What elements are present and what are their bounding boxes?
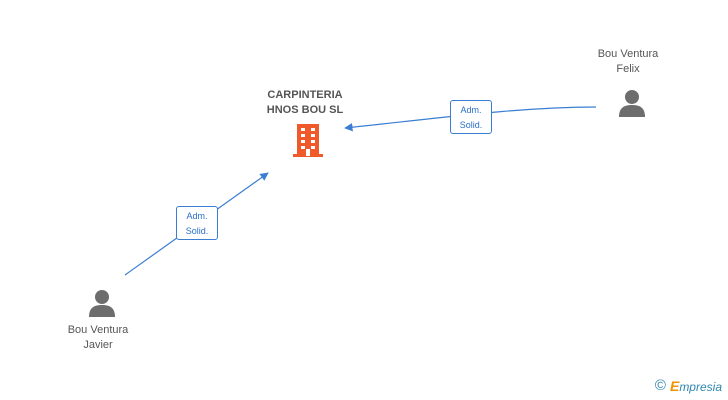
company-name[interactable]: CARPINTERIA HNOS BOU SL — [266, 89, 344, 116]
copyright-icon: © — [654, 377, 666, 394]
person-icon[interactable] — [87, 288, 117, 318]
role-label-javier: Adm. Solid. — [176, 206, 218, 240]
person-name-javier[interactable]: Bou Ventura Javier — [67, 324, 129, 351]
building-icon[interactable] — [292, 122, 324, 158]
brand-footer: © Empresia — [655, 377, 722, 394]
brand-logo: Empresia — [669, 377, 722, 394]
person-icon[interactable] — [617, 88, 647, 118]
role-label-felix: Adm. Solid. — [450, 100, 492, 134]
person-name-felix[interactable]: Bou Ventura Felix — [597, 48, 659, 75]
